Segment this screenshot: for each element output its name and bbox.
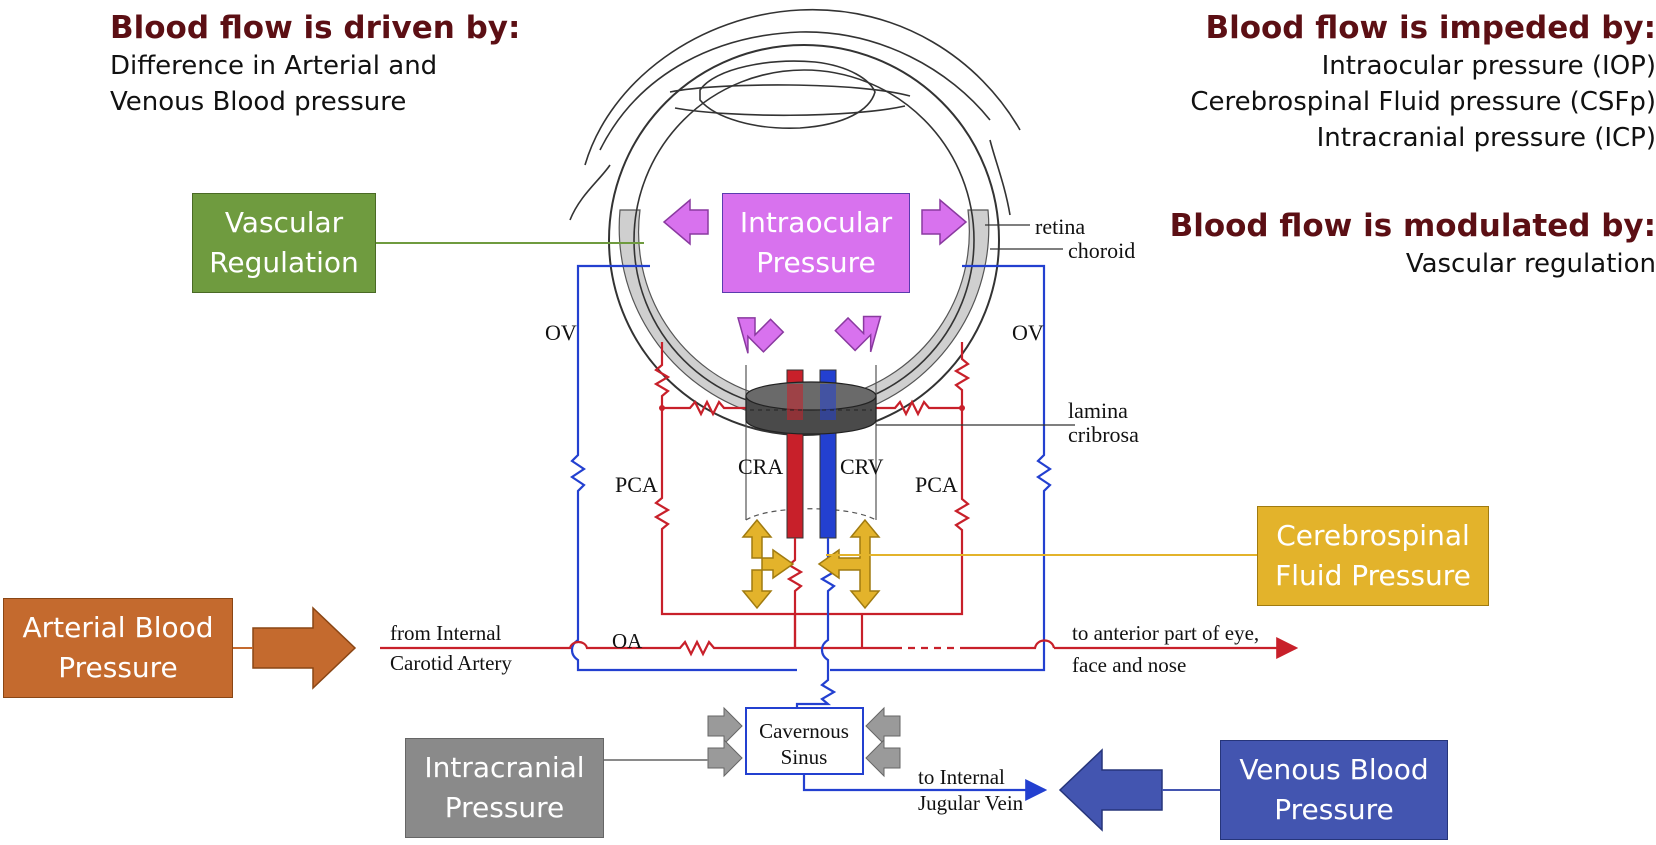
lamina-cribrosa — [745, 381, 877, 435]
cavernous-label-2: Sinus — [781, 745, 828, 769]
arterial-box-line-2: Pressure — [58, 651, 178, 684]
venous-box-line-1: Venous Blood — [1239, 753, 1429, 786]
driven-line-1: Difference in Arterial and — [110, 51, 438, 81]
jugular-label-1: to Internal — [918, 765, 1005, 789]
intraocular-pressure-box: Intraocular Pressure — [722, 193, 910, 293]
oa-label: OA — [612, 629, 643, 653]
sclera — [608, 44, 1000, 436]
oa-artery — [380, 637, 1299, 659]
to-anterior-label-2: face and nose — [1072, 653, 1186, 677]
to-anterior-label-1: to anterior part of eye, — [1072, 621, 1259, 645]
csf-box-line-1: Cerebrospinal — [1276, 519, 1470, 552]
ov-right-label: OV — [1012, 320, 1044, 345]
lamina-label-2: cribrosa — [1068, 422, 1139, 447]
arterial-arrow — [252, 606, 357, 690]
modulated-line-1: Vascular regulation — [1405, 249, 1656, 279]
driven-heading: Blood flow is driven by: — [110, 10, 521, 46]
arterial-blood-pressure-box: Arterial Blood Pressure — [3, 598, 233, 698]
icp-arrows — [707, 706, 901, 778]
cavernous-sinus-box — [745, 707, 864, 775]
iop-arrows — [662, 198, 968, 354]
lens — [669, 60, 911, 130]
choroid-label: choroid — [1068, 238, 1135, 263]
jugular-vessel — [802, 774, 1048, 801]
lamina-label-1: lamina — [1068, 398, 1128, 423]
pca-right-label: PCA — [915, 472, 958, 497]
pca-left-label: PCA — [615, 472, 658, 497]
vascular-box-line-1: Vascular — [224, 206, 344, 239]
venous-box-line-2: Pressure — [1274, 793, 1394, 826]
venous-blood-pressure-box: Venous Blood Pressure — [1220, 740, 1448, 840]
ov-left-label: OV — [545, 320, 577, 345]
iop-box-line-1: Intraocular — [739, 206, 893, 239]
csf-arrows — [741, 518, 881, 610]
intracranial-pressure-box: Intracranial Pressure — [405, 738, 604, 838]
cavernous-label-1: Cavernous — [759, 719, 849, 743]
jugular-label-2: Jugular Vein — [918, 791, 1024, 815]
csf-pressure-box: Cerebrospinal Fluid Pressure — [1257, 506, 1489, 606]
icp-box-line-2: Pressure — [444, 791, 565, 824]
modulated-heading: Blood flow is modulated by: — [1169, 208, 1656, 244]
crv-label: CRV — [840, 454, 884, 479]
csf-box-line-2: Fluid Pressure — [1275, 559, 1471, 592]
impeded-line-2: Cerebrospinal Fluid pressure (CSFp) — [1190, 87, 1656, 117]
vascular-box-line-2: Regulation — [209, 246, 359, 279]
impeded-line-3: Intracranial pressure (ICP) — [1316, 123, 1656, 153]
from-internal-label-2: Carotid Artery — [390, 651, 512, 675]
icp-box-line-1: Intracranial — [424, 751, 585, 784]
impeded-heading: Blood flow is impeded by: — [1205, 10, 1656, 46]
impeded-line-1: Intraocular pressure (IOP) — [1321, 51, 1656, 81]
venous-arrow — [1058, 748, 1163, 832]
ov-right-vessel — [830, 264, 1052, 672]
vascular-regulation-box: Vascular Regulation — [192, 193, 376, 293]
retina-label: retina — [1035, 214, 1085, 239]
cra-label: CRA — [738, 454, 783, 479]
iop-box-line-2: Pressure — [756, 246, 876, 279]
eyelid-sketch — [569, 8, 1021, 221]
driven-line-2: Venous Blood pressure — [110, 87, 407, 117]
from-internal-label-1: from Internal — [390, 621, 502, 645]
arterial-box-line-1: Arterial Blood — [22, 611, 214, 644]
